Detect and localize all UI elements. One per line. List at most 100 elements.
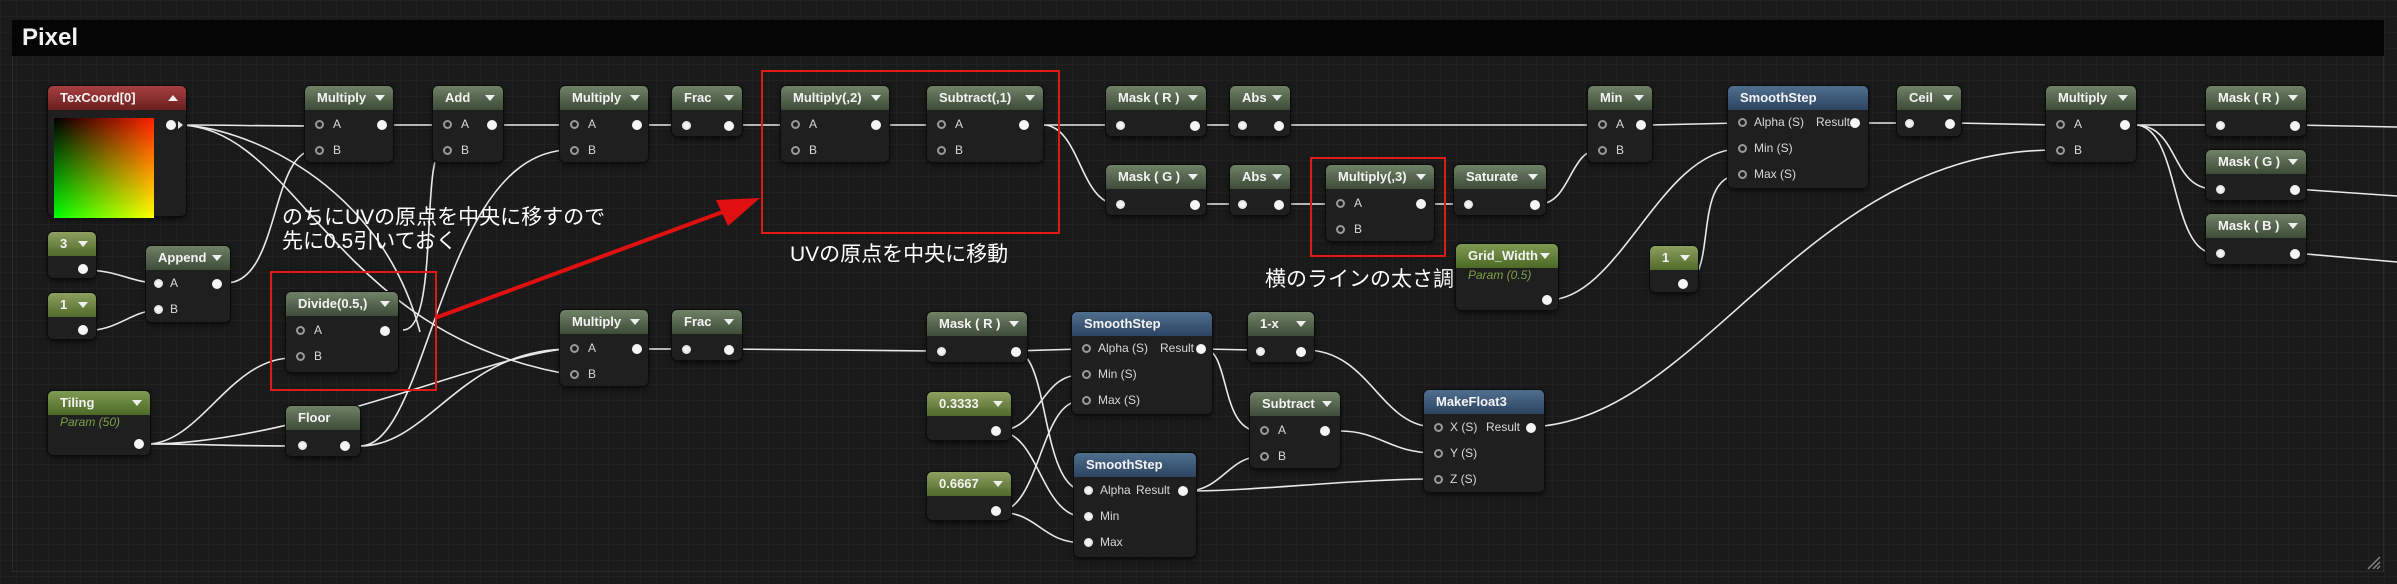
input-pin-b[interactable] — [1336, 225, 1345, 234]
node-grid-width-param[interactable]: Grid_Width Param (0.5) — [1456, 244, 1558, 310]
input-pin-a[interactable] — [443, 120, 452, 129]
output-pin[interactable] — [78, 264, 88, 274]
output-pin[interactable] — [487, 120, 497, 130]
node-mask-b-2[interactable]: Mask ( B ) — [2206, 214, 2306, 264]
chevron-down-icon[interactable] — [1943, 95, 1953, 101]
chevron-down-icon[interactable] — [78, 241, 88, 247]
input-pin-a[interactable] — [2056, 120, 2065, 129]
input-pin-min[interactable] — [1082, 370, 1091, 379]
chevron-down-icon[interactable] — [2288, 159, 2298, 165]
node-floor[interactable]: Floor — [286, 406, 360, 456]
input-pin[interactable] — [1238, 200, 1247, 209]
output-pin[interactable] — [377, 120, 387, 130]
chevron-down-icon[interactable] — [1680, 255, 1690, 261]
node-mask-r-1[interactable]: Mask ( R ) — [1106, 86, 1206, 136]
chevron-down-icon[interactable] — [375, 95, 385, 101]
input-pin-a[interactable] — [937, 120, 946, 129]
input-pin[interactable] — [1256, 347, 1265, 356]
chevron-down-icon[interactable] — [2288, 95, 2298, 101]
chevron-down-icon[interactable] — [1322, 401, 1332, 407]
input-pin-y[interactable] — [1434, 449, 1443, 458]
output-pin[interactable] — [166, 120, 176, 130]
input-pin-max[interactable] — [1738, 170, 1747, 179]
node-abs-2[interactable]: Abs — [1230, 165, 1290, 215]
node-const-0-3333[interactable]: 0.3333 — [927, 392, 1011, 440]
node-tiling-param[interactable]: Tiling Param (50) — [48, 391, 150, 455]
output-pin[interactable] — [1320, 426, 1330, 436]
output-pin[interactable] — [1678, 279, 1688, 289]
input-pin[interactable] — [682, 345, 691, 354]
output-pin[interactable] — [991, 506, 1001, 516]
input-pin[interactable] — [937, 347, 946, 356]
output-pin[interactable] — [1178, 486, 1188, 496]
chevron-down-icon[interactable] — [1528, 174, 1538, 180]
node-subtract[interactable]: Subtract A B — [1250, 392, 1340, 468]
chevron-down-icon[interactable] — [2118, 95, 2128, 101]
node-divide[interactable]: Divide(0.5,) A B — [286, 292, 398, 372]
output-pin[interactable] — [1274, 200, 1284, 210]
chevron-down-icon[interactable] — [993, 401, 1003, 407]
chevron-down-icon[interactable] — [630, 319, 640, 325]
output-pin[interactable] — [212, 279, 222, 289]
output-pin[interactable] — [2290, 249, 2300, 259]
chevron-down-icon[interactable] — [724, 319, 734, 325]
output-pin[interactable] — [78, 325, 88, 335]
input-pin-b[interactable] — [1598, 146, 1607, 155]
node-multiply-by-2[interactable]: Multiply(,2) A B — [781, 86, 889, 162]
chevron-down-icon[interactable] — [132, 400, 142, 406]
chevron-down-icon[interactable] — [78, 302, 88, 308]
output-pin[interactable] — [1190, 200, 1200, 210]
input-pin[interactable] — [2216, 249, 2225, 258]
node-const-1[interactable]: 1 — [48, 293, 96, 339]
chevron-down-icon[interactable] — [485, 95, 495, 101]
input-pin-alpha[interactable] — [1084, 486, 1093, 495]
input-pin-a[interactable] — [791, 120, 800, 129]
chevron-down-icon[interactable] — [1025, 95, 1035, 101]
output-pin[interactable] — [340, 441, 350, 451]
chevron-down-icon[interactable] — [1188, 174, 1198, 180]
node-saturate[interactable]: Saturate — [1454, 165, 1546, 215]
input-pin[interactable] — [2216, 121, 2225, 130]
node-append[interactable]: Append A B — [146, 246, 230, 322]
chevron-down-icon[interactable] — [1296, 321, 1306, 327]
input-pin-b[interactable] — [296, 352, 305, 361]
output-pin[interactable] — [724, 121, 734, 131]
output-pin[interactable] — [1019, 120, 1029, 130]
input-pin-b[interactable] — [154, 305, 163, 314]
node-add[interactable]: Add A B — [433, 86, 503, 162]
node-const-0-6667[interactable]: 0.6667 — [927, 472, 1011, 520]
output-pin[interactable] — [1945, 119, 1955, 129]
node-min[interactable]: Min A B — [1588, 86, 1652, 162]
node-multiply-by-3[interactable]: Multiply(,3) A B — [1326, 165, 1434, 241]
input-pin-a[interactable] — [154, 279, 163, 288]
input-pin[interactable] — [1116, 121, 1125, 130]
node-multiply-1[interactable]: Multiply A B — [305, 86, 393, 162]
input-pin-alpha[interactable] — [1082, 344, 1091, 353]
input-pin-b[interactable] — [570, 370, 579, 379]
output-pin[interactable] — [1196, 344, 1206, 354]
output-pin[interactable] — [1542, 295, 1552, 305]
node-abs-1[interactable]: Abs — [1230, 86, 1290, 136]
input-pin-b[interactable] — [791, 146, 800, 155]
chevron-down-icon[interactable] — [1009, 321, 1019, 327]
chevron-down-icon[interactable] — [1540, 253, 1550, 259]
node-mask-g-1[interactable]: Mask ( G ) — [1106, 165, 1206, 215]
node-makefloat3[interactable]: MakeFloat3 X (S) Result Y (S) Z (S) — [1424, 390, 1544, 492]
output-pin[interactable] — [1636, 120, 1646, 130]
output-pin[interactable] — [1274, 121, 1284, 131]
node-smoothstep-2[interactable]: SmoothStep Alpha (S) Result Min (S) Max … — [1072, 312, 1212, 414]
output-pin[interactable] — [2290, 121, 2300, 131]
output-pin[interactable] — [1526, 423, 1536, 433]
node-smoothstep-1[interactable]: SmoothStep Alpha (S) Result Min (S) Max … — [1728, 86, 1868, 188]
node-mask-r-2[interactable]: Mask ( R ) — [2206, 86, 2306, 136]
input-pin-max[interactable] — [1084, 538, 1093, 547]
input-pin[interactable] — [1116, 200, 1125, 209]
output-pin[interactable] — [724, 345, 734, 355]
input-pin-z[interactable] — [1434, 475, 1443, 484]
chevron-down-icon[interactable] — [630, 95, 640, 101]
node-one-minus[interactable]: 1-x — [1248, 312, 1314, 362]
node-mask-g-2[interactable]: Mask ( G ) — [2206, 150, 2306, 200]
chevron-down-icon[interactable] — [1272, 174, 1282, 180]
input-pin[interactable] — [1238, 121, 1247, 130]
input-pin-b[interactable] — [315, 146, 324, 155]
